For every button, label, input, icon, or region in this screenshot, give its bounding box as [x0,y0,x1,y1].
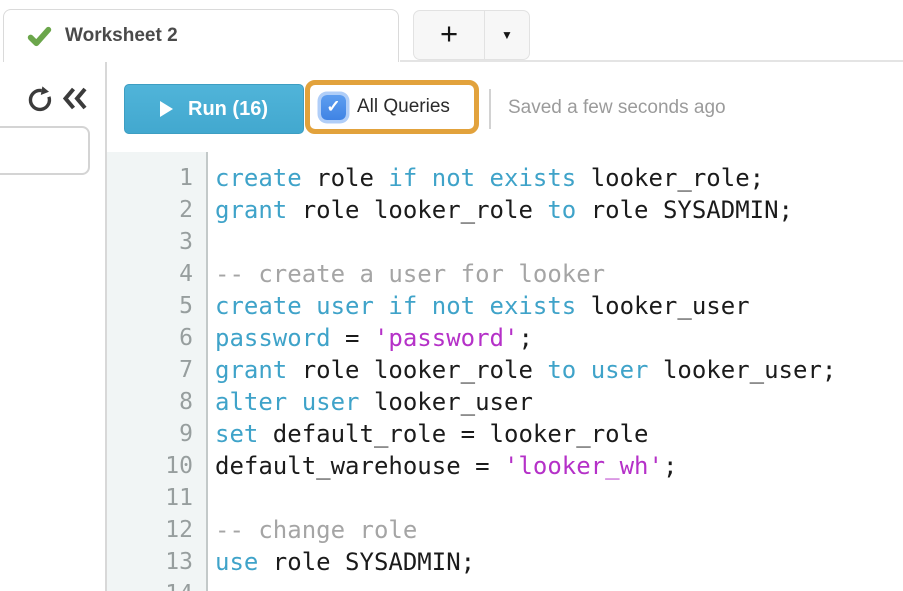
collapse-double-left-icon[interactable] [62,87,89,110]
code-line-5: create user if not exists looker_user [215,292,750,320]
code-line-14 [215,578,903,591]
code-line-13: use role SYSADMIN; [215,548,476,576]
saved-status: Saved a few seconds ago [508,97,726,118]
tab-title: Worksheet 2 [65,25,178,46]
run-button-label: Run (16) [188,97,268,120]
line-number: 6 [179,325,193,351]
sidebar-search-box[interactable] [0,126,90,175]
line-number: 10 [165,453,193,479]
line-number: 12 [165,517,193,543]
all-queries-highlight-box: ✓ All Queries [305,80,479,134]
code-line-2: grant role looker_role to role SYSADMIN; [215,196,793,224]
code-line-4: -- create a user for looker [215,260,606,288]
line-number: 4 [179,261,193,287]
code-line-3 [215,226,903,258]
play-icon [160,101,173,117]
line-number: 5 [179,293,193,319]
line-number: 13 [165,549,193,575]
code-area[interactable]: create role if not exists looker_role;gr… [208,152,903,591]
line-number: 1 [179,165,193,191]
code-line-12: -- change role [215,516,418,544]
worksheet-menu-button[interactable]: ▼ [484,11,529,59]
all-queries-checkbox[interactable]: ✓ [321,94,346,120]
code-line-7: grant role looker_role to user looker_us… [215,356,837,384]
run-button[interactable]: Run (16) [124,84,304,134]
code-line-8: alter user looker_user [215,388,533,416]
all-queries-label: All Queries [357,96,450,117]
check-icon [27,26,52,46]
line-number: 2 [179,197,193,223]
tab-bar-bottom-border [400,60,903,62]
tab-button-group: + ▼ [413,10,530,60]
refresh-icon[interactable] [26,84,54,112]
code-line-6: password = 'password'; [215,324,533,352]
line-number-gutter: 1234567891011121314 [107,152,208,591]
code-line-10: default_warehouse = 'looker_wh'; [215,452,678,480]
line-number: 7 [179,357,193,383]
new-worksheet-button[interactable]: + [414,11,484,59]
code-line-11 [215,482,903,514]
line-number: 14 [107,578,206,591]
line-number: 11 [165,485,193,511]
code-line-1: create role if not exists looker_role; [215,164,765,192]
code-line-9: set default_role = looker_role [215,420,649,448]
tab-worksheet-2[interactable]: Worksheet 2 [3,9,399,62]
panel-divider [105,62,107,591]
toolbar-divider [489,89,491,129]
line-number: 9 [179,421,193,447]
line-number: 8 [179,389,193,415]
line-number: 3 [179,229,193,255]
